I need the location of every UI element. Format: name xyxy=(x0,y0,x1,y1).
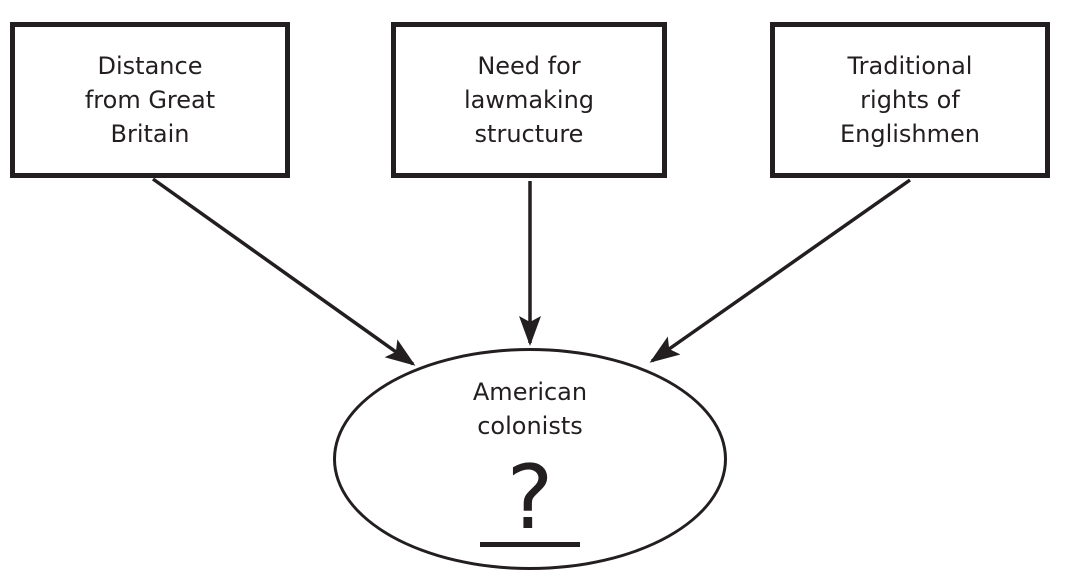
cause-label-english-rights: Traditional rights of Englishmen xyxy=(839,52,980,148)
arrow-distance-to-colonists xyxy=(151,177,416,366)
cause-box-lawmaking: Need for lawmaking structure xyxy=(391,22,667,178)
effect-oval-american-colonists: American colonists ? xyxy=(333,348,727,570)
question-blank-block: ? xyxy=(336,446,724,549)
cause-box-distance: Distance from Great Britain xyxy=(10,22,290,178)
arrow-rights-to-colonists xyxy=(649,178,912,363)
effect-label: American colonists xyxy=(472,378,588,440)
cause-label-lawmaking: Need for lawmaking structure xyxy=(463,52,595,148)
blank-underline xyxy=(480,542,580,547)
cause-label-distance: Distance from Great Britain xyxy=(84,52,216,148)
question-mark: ? xyxy=(506,446,554,549)
cause-box-english-rights: Traditional rights of Englishmen xyxy=(770,22,1050,178)
